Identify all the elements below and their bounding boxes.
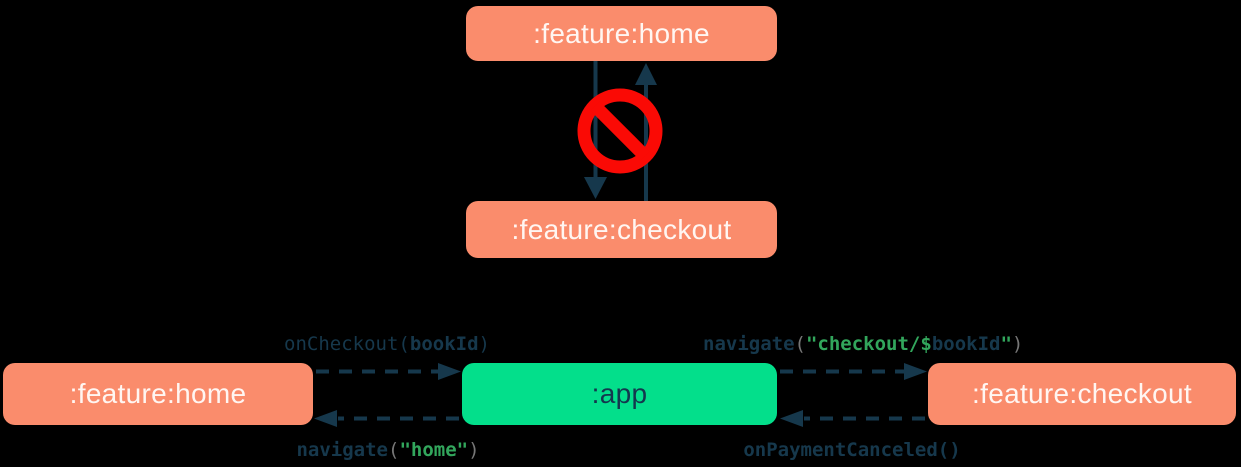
code-fn: navigate bbox=[296, 439, 388, 461]
module-label: :feature:checkout bbox=[511, 213, 732, 245]
module-label: :app bbox=[591, 378, 648, 409]
label-navigate-home: navigate("home") bbox=[238, 438, 538, 462]
arrowhead-down-icon bbox=[584, 177, 607, 199]
module-box-feature-checkout-bottom: :feature:checkout bbox=[928, 363, 1236, 425]
arrow-home-to-app bbox=[316, 363, 461, 380]
label-navigate-checkout: navigate("checkout/$bookId") bbox=[703, 332, 1023, 356]
code-string: "home" bbox=[399, 439, 469, 461]
label-on-payment-canceled: onPaymentCanceled() bbox=[702, 438, 1002, 462]
code-paren: ) bbox=[478, 333, 490, 355]
code-arg: bookId bbox=[409, 333, 479, 355]
code-string: "checkout/$ bbox=[805, 333, 932, 355]
code-paren: ) bbox=[468, 439, 480, 461]
module-box-feature-home-top: :feature:home bbox=[466, 6, 777, 61]
arrowhead-right-icon bbox=[904, 363, 927, 380]
module-label: :feature:checkout bbox=[972, 378, 1192, 409]
code-paren: ( bbox=[794, 333, 806, 355]
code-paren: ( bbox=[387, 439, 400, 461]
module-label: :feature:home bbox=[533, 17, 710, 49]
arrowhead-left-icon bbox=[780, 410, 803, 427]
arrow-checkout-to-app bbox=[780, 410, 925, 427]
arrowhead-left-icon bbox=[314, 410, 337, 427]
module-label: :feature:home bbox=[69, 378, 247, 409]
code-fn: onPaymentCanceled() bbox=[743, 439, 961, 461]
module-box-app: :app bbox=[462, 363, 777, 425]
arrow-app-to-checkout bbox=[780, 363, 927, 380]
code-paren: ) bbox=[1011, 333, 1024, 355]
module-box-feature-home-bottom: :feature:home bbox=[3, 363, 313, 425]
label-on-checkout: onCheckout(bookId) bbox=[237, 332, 537, 356]
code-fn: onCheckout( bbox=[284, 333, 410, 355]
no-entry-icon bbox=[577, 88, 663, 174]
code-string: " bbox=[1000, 333, 1012, 355]
code-var: bookId bbox=[931, 333, 1001, 355]
arrowhead-up-icon bbox=[635, 63, 657, 85]
arrow-home-to-checkout bbox=[584, 61, 607, 199]
arrowhead-right-icon bbox=[438, 363, 461, 380]
arrow-checkout-to-home bbox=[635, 63, 657, 201]
code-fn: navigate bbox=[703, 333, 795, 355]
module-box-feature-checkout-top: :feature:checkout bbox=[466, 201, 777, 258]
arrow-app-to-home bbox=[314, 410, 459, 427]
